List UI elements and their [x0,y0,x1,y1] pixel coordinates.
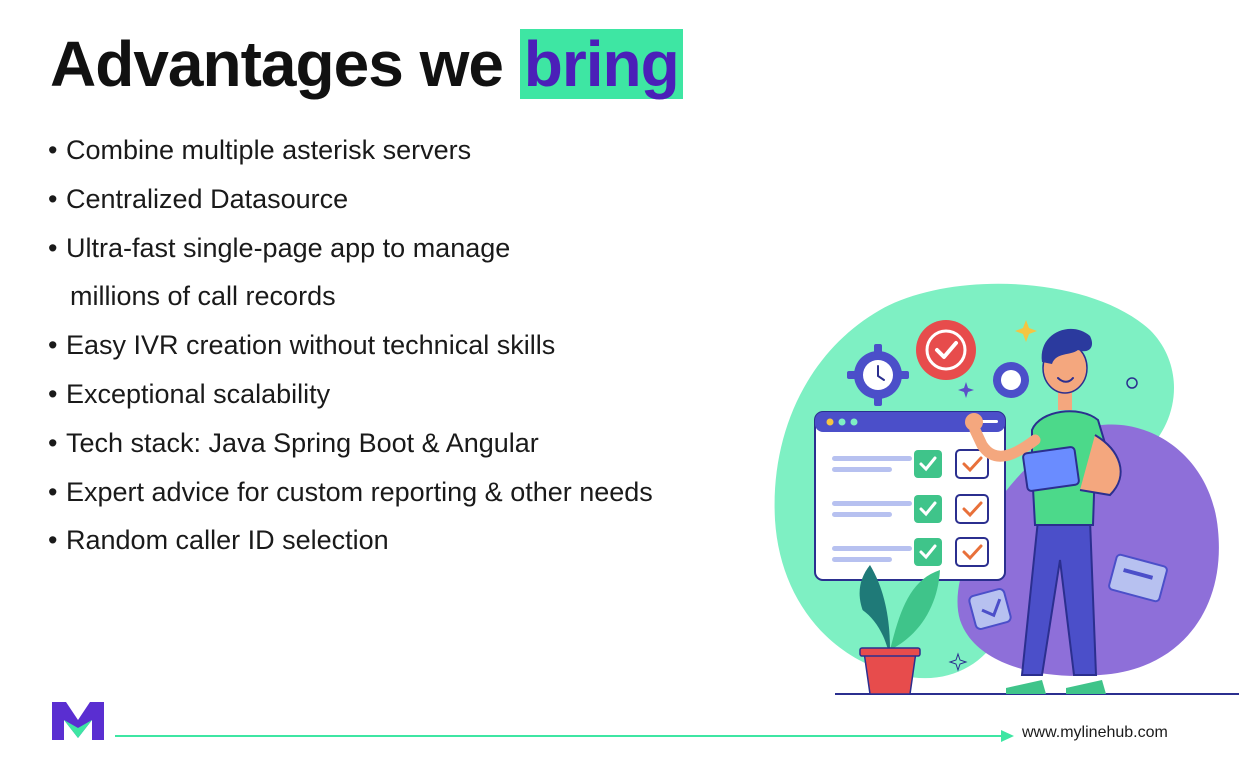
checkbox-green [914,495,942,523]
advantages-list: • Combine multiple asterisk servers • Cent… [48,126,653,565]
list-item: • Tech stack: Java Spring Boot & Angular [48,419,653,468]
list-item-text: Centralized Datasource [66,183,349,214]
brand-logo [52,702,104,740]
checkbox-orange [955,537,989,567]
list-item-text: millions of call records [70,281,336,312]
title-highlight: bring [519,29,683,99]
title-main-text: Advantages we [50,28,520,100]
gear-icon [993,362,1029,398]
list-item-continuation: millions of call records [48,272,653,321]
bullet-dot: • [48,476,58,507]
list-item: • Expert advice for custom reporting & ot… [48,468,653,517]
list-item: • Random caller ID selection [48,516,653,565]
bullet-dot: • [48,330,58,361]
bullet-dot: • [48,232,58,263]
sparkle-icon [948,652,968,672]
plant-icon [830,565,940,695]
bullet-dot: • [48,183,58,214]
sparkle-icon [958,382,974,398]
list-item: • Easy IVR creation without technical ski… [48,321,653,370]
checklist-window [814,411,1006,581]
list-item-text: Expert advice for custom reporting & oth… [66,476,653,507]
list-item: • Ultra-fast single-page app to manage [48,224,653,273]
bullet-dot: • [48,427,58,458]
checkbox-green [914,450,942,478]
list-item: • Centralized Datasource [48,175,653,224]
footer-url[interactable]: www.mylinehub.com [1022,724,1168,741]
list-item-text: Tech stack: Java Spring Boot & Angular [66,427,539,458]
person-figure [965,328,1122,694]
checkbox-green [914,538,942,566]
list-item: • Exceptional scalability [48,370,653,419]
list-item-text: Combine multiple asterisk servers [66,135,472,165]
card-icon [1108,553,1168,603]
list-item-text: Ultra-fast single-page app to manage [66,232,511,263]
footer-arrow-line [115,730,1014,742]
list-item-text: Exceptional scalability [66,378,331,409]
list-item: • Combine multiple asterisk servers [48,126,653,175]
checkbox-orange [955,449,989,479]
gear-clock-icon [847,344,909,406]
bullet-dot: • [48,525,58,556]
bullet-dot: • [48,135,58,165]
ring-decoration [1126,377,1138,389]
checkbox-orange [955,494,989,524]
list-item-text: Easy IVR creation without technical skil… [66,330,556,361]
bullet-dot: • [48,378,58,409]
slide-title: Advantages we bring [50,26,683,102]
check-badge-icon [916,320,976,380]
list-item-text: Random caller ID selection [66,525,389,556]
message-card-icon [968,588,1012,630]
sparkle-icon [1015,320,1037,342]
checklist-illustration [774,283,1239,695]
